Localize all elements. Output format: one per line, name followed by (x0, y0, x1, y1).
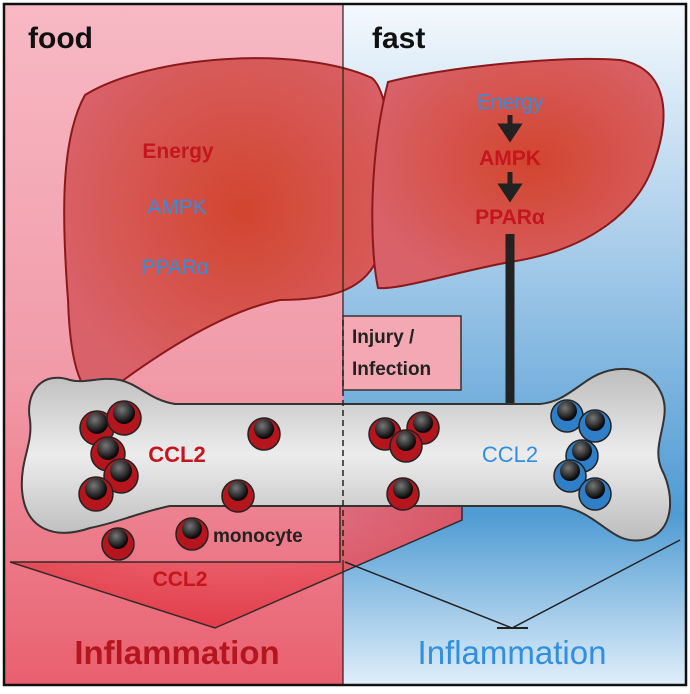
fast-title: fast (372, 22, 425, 55)
food-inflammation-label: Inflammation (74, 634, 279, 671)
monocyte (553, 459, 587, 493)
injury-line-1: Injury / (352, 327, 415, 348)
monocyte (175, 517, 209, 551)
arrow-ampk-to-ppar (497, 172, 523, 203)
monocyte (103, 458, 139, 494)
bone-ccl2-left: CCL2 (148, 442, 205, 467)
arrow-energy-to-ampk (497, 115, 523, 143)
monocyte (578, 477, 612, 511)
monocytes-right-red (368, 411, 440, 511)
monocytes-left (78, 400, 281, 561)
monocyte (78, 476, 114, 512)
monocyte (221, 479, 255, 513)
fast-inflammation-label: Inflammation (418, 634, 607, 671)
food-title: food (28, 22, 93, 55)
monocyte (106, 400, 142, 436)
monocyte (550, 399, 584, 433)
fast-liver-energy: Energy (477, 91, 544, 114)
food-liver (63, 57, 391, 396)
blood-ccl2: CCL2 (153, 568, 208, 591)
monocyte-label: monocyte (213, 526, 303, 547)
bone (20, 367, 672, 542)
monocyte (247, 417, 281, 451)
monocytes-right-blue (550, 399, 612, 511)
fast-liver-ampk: AMPK (479, 147, 541, 170)
monocyte (578, 409, 612, 443)
food-liver-energy: Energy (142, 140, 214, 163)
fast-liver (371, 57, 665, 290)
food-liver-ampk: AMPK (147, 196, 207, 219)
injury-line-2: Infection (352, 359, 431, 380)
fast-liver-ppar: PPARα (475, 206, 545, 229)
monocyte (101, 527, 135, 561)
bone-ccl2-right: CCL2 (482, 442, 538, 467)
food-liver-ppar: PPARα (141, 256, 209, 279)
monocyte (389, 429, 423, 463)
monocyte (386, 477, 420, 511)
